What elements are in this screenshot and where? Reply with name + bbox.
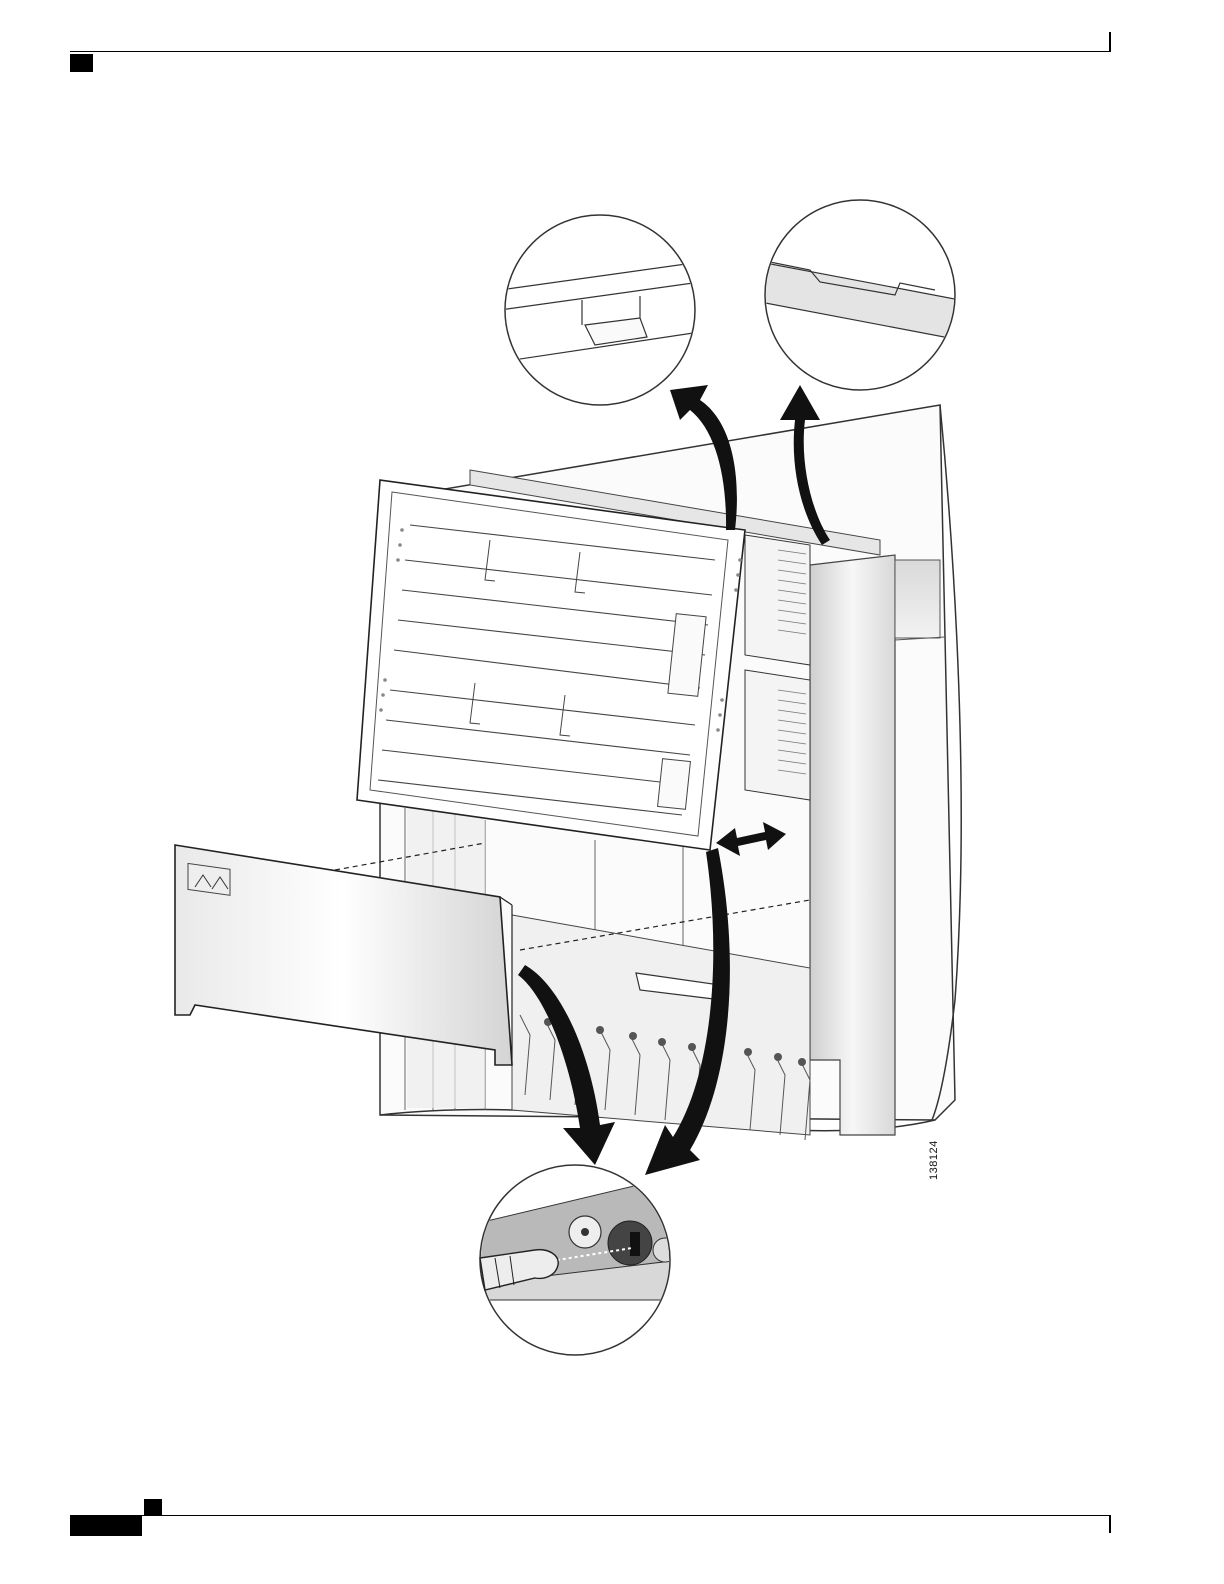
detail-circle-top-left xyxy=(500,215,700,405)
figure-art-number: 138124 xyxy=(928,1140,940,1180)
footer-page-tab xyxy=(70,1516,142,1536)
footer-rule xyxy=(70,1515,1111,1516)
footer-marker xyxy=(144,1499,162,1515)
air-filter xyxy=(357,480,745,850)
detail-circle-bottom xyxy=(470,1165,680,1355)
header-marker xyxy=(70,54,93,72)
footer-tick xyxy=(1109,1516,1111,1533)
header-tick xyxy=(1109,32,1111,51)
detail-circle-top-right xyxy=(760,200,960,390)
header-rule xyxy=(70,51,1111,52)
installation-illustration xyxy=(160,190,980,1370)
